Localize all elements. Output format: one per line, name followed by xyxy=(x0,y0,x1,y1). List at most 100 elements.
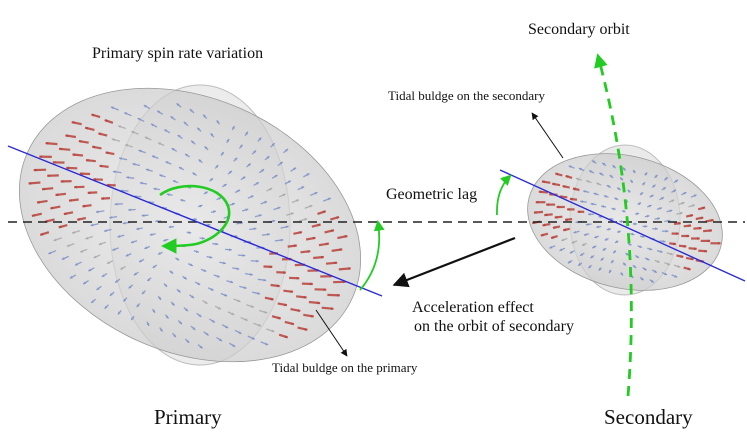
field-arrow-head xyxy=(242,254,246,257)
field-arrow-head xyxy=(554,215,558,219)
field-arrow-head xyxy=(687,267,691,271)
field-arrow-head xyxy=(147,278,151,281)
field-arrow-head xyxy=(622,262,626,266)
field-arrow-head xyxy=(602,162,606,166)
field-arrow-head xyxy=(179,321,182,325)
field-arrow-head xyxy=(271,329,275,333)
field-arrow-head xyxy=(215,242,219,246)
field-arrow-head xyxy=(717,241,721,245)
field-arrow-head xyxy=(139,181,143,185)
field-arrow-head xyxy=(664,177,668,181)
field-arrow-head xyxy=(42,187,45,191)
primary-vector-field xyxy=(28,102,351,349)
field-arrow-head xyxy=(165,315,169,319)
field-arrow-head xyxy=(583,233,587,236)
geometric-lag-arc-primary xyxy=(359,219,385,291)
field-arrow-head xyxy=(681,202,685,205)
field-arrow-head xyxy=(588,265,592,269)
field-arrow-head xyxy=(250,195,254,199)
field-arrow-head xyxy=(282,193,286,197)
field-arrow-head xyxy=(590,202,594,206)
tidal-secondary-pointer xyxy=(531,112,564,159)
field-arrow-head xyxy=(622,167,626,171)
field-arrow-head xyxy=(142,291,145,295)
field-arrow-head xyxy=(210,287,214,291)
field-arrow-head xyxy=(599,172,603,176)
field-arrow-head xyxy=(211,319,215,323)
field-arrow-head xyxy=(151,123,154,127)
field-arrow-head xyxy=(98,242,102,246)
field-arrow-head xyxy=(284,303,287,307)
field-arrow-head xyxy=(189,263,193,266)
field-arrow-head xyxy=(272,219,276,223)
field-arrow-head xyxy=(96,287,100,290)
field-arrow-head xyxy=(253,150,256,154)
field-arrow-head xyxy=(92,145,95,149)
field-arrow-head xyxy=(75,262,79,266)
field-arrow-head xyxy=(631,232,635,236)
field-arrow-head xyxy=(251,336,255,340)
field-arrow-head xyxy=(78,140,82,143)
field-arrow-head xyxy=(640,277,644,281)
field-arrow-head xyxy=(578,167,582,171)
field-arrow-head xyxy=(598,267,602,271)
field-arrow-head xyxy=(594,235,598,239)
field-arrow-head xyxy=(323,288,327,291)
field-arrow-head xyxy=(636,212,640,216)
field-arrow-head xyxy=(173,334,176,338)
field-arrow-head xyxy=(588,212,591,216)
field-arrow-head xyxy=(680,255,684,258)
field-arrow-head xyxy=(83,281,87,285)
field-arrow-head xyxy=(229,248,232,252)
field-arrow-head xyxy=(617,230,621,233)
field-arrow-head xyxy=(261,169,265,172)
field-arrow-head xyxy=(111,138,115,142)
field-arrow-head xyxy=(562,185,566,189)
field-arrow-head xyxy=(544,213,548,217)
field-arrow-head xyxy=(152,155,155,159)
field-arrow-head xyxy=(90,223,94,227)
field-arrow-head xyxy=(203,114,207,118)
field-arrow-head xyxy=(644,172,648,176)
field-arrow-head xyxy=(307,250,311,253)
field-arrow-head xyxy=(633,265,637,268)
field-arrow-head xyxy=(625,252,629,256)
field-arrow-head xyxy=(164,283,167,287)
field-arrow-head xyxy=(219,338,222,342)
field-arrow-head xyxy=(660,197,664,200)
field-arrow-head xyxy=(88,268,92,272)
field-arrow-head xyxy=(195,250,199,253)
field-arrow-head xyxy=(157,110,161,114)
field-arrow-head xyxy=(205,332,209,336)
field-arrow-head xyxy=(158,142,162,146)
field-arrow-head xyxy=(565,218,568,222)
field-arrow-head xyxy=(290,212,294,216)
field-arrow-head xyxy=(223,184,227,187)
field-arrow-head xyxy=(568,165,572,169)
field-arrow-head xyxy=(337,293,340,297)
field-arrow-head xyxy=(128,208,131,212)
field-arrow-head xyxy=(144,136,148,140)
field-arrow-head xyxy=(111,106,114,110)
field-arrow-head xyxy=(310,282,313,286)
label-tidal-secondary: Tidal buldge on the secondary xyxy=(388,88,545,103)
field-arrow-head xyxy=(197,282,201,285)
label-primary-spin: Primary spin rate variation xyxy=(92,45,263,62)
field-arrow-head xyxy=(656,260,660,263)
field-arrow-head xyxy=(693,247,697,251)
field-arrow-head xyxy=(77,217,81,221)
field-arrow-head xyxy=(104,305,108,309)
field-arrow-head xyxy=(664,272,667,276)
field-arrow-head xyxy=(152,265,156,268)
field-arrow-head xyxy=(571,240,575,244)
field-arrow-head xyxy=(312,236,316,240)
field-arrow-head xyxy=(225,325,229,328)
field-arrow-head xyxy=(139,259,143,262)
geometric-lag-arc-secondary xyxy=(496,174,512,216)
field-arrow-head xyxy=(131,240,134,244)
field-arrow-head xyxy=(296,199,299,202)
field-arrow-head xyxy=(604,195,607,198)
field-arrow-head xyxy=(609,270,612,273)
field-arrow-head xyxy=(69,198,72,202)
